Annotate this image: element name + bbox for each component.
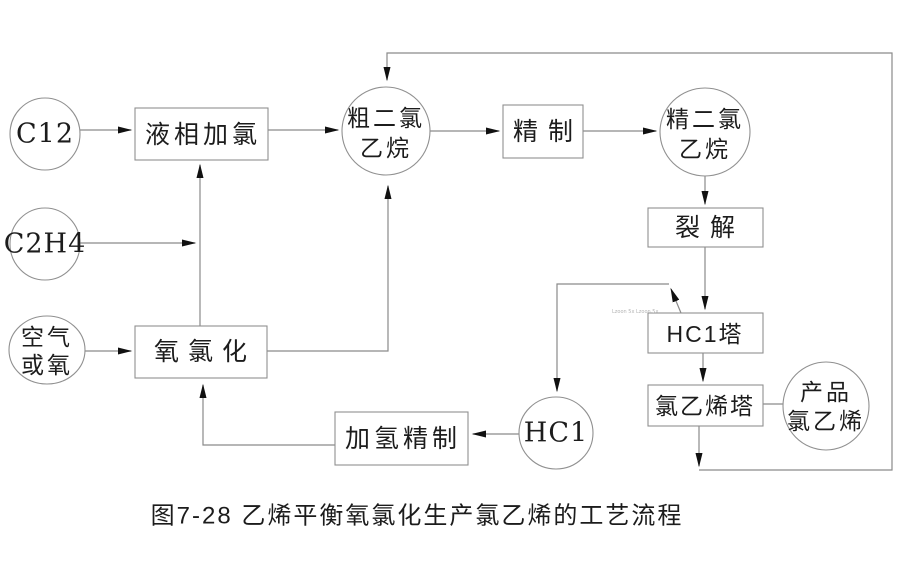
refined-edc-label-line1: 精二氯 [666, 106, 744, 132]
crude-edc-label-line1: 粗二氯 [347, 105, 425, 131]
node-cracking: 裂解 [647, 207, 764, 248]
refining-box [502, 104, 584, 159]
node-cl2: C12 [9, 97, 81, 171]
flow-hcl-tower-overhead-diagonal [670, 287, 682, 314]
cl2-label: C12 [16, 119, 74, 150]
node-hydro-refining: 加氢精制 [334, 411, 469, 466]
hydro-refining-label: 加氢精制 [345, 425, 461, 453]
refined-edc-label-line2: 乙烷 [679, 136, 731, 162]
print-artifact-text: Lzoon 5x Lzoon 5x [612, 309, 658, 315]
product-vcm-circle [782, 361, 870, 451]
oxychlorination-box [134, 325, 268, 379]
node-refined-edc: 精二氯 乙烷 [659, 87, 751, 177]
refined-edc-circle [659, 87, 751, 177]
hcl-tower-label: HC1塔 [666, 321, 743, 347]
vcm-tower-box [647, 384, 764, 427]
node-liquid-chlorination: 液相加氯 [134, 107, 269, 161]
hydro-refining-box [334, 411, 469, 466]
cl2-circle [9, 97, 81, 171]
air-or-oxygen-circle [8, 315, 86, 385]
ethylene-label: C2H4 [4, 229, 87, 260]
node-refining: 精制 [502, 104, 584, 159]
node-ethylene: C2H4 [4, 207, 87, 281]
liquid-chlorination-label: 液相加氯 [145, 121, 261, 149]
figure-caption: 图7-28 乙烯平衡氧氯化生产氯乙烯的工艺流程 [151, 503, 684, 530]
oxychlorination-label: 氧氯化 [154, 338, 256, 366]
crude-edc-label-line2: 乙烷 [360, 135, 412, 161]
hcl-tower-box [647, 312, 764, 354]
flow-hydro-refining-to-oxychlorination [199, 383, 335, 446]
refining-label: 精制 [513, 118, 583, 146]
node-air-or-oxygen: 空气 或氧 [8, 315, 86, 385]
ethylene-circle [9, 207, 81, 281]
air-or-oxygen-label-line1: 空气 [21, 324, 73, 350]
vcm-tower-label: 氯乙烯塔 [655, 393, 755, 419]
node-oxychlorination: 氧氯化 [134, 325, 268, 379]
flow-hcl-overhead-to-hcl [553, 283, 669, 393]
air-or-oxygen-label-line2: 或氧 [21, 352, 73, 378]
node-vcm-tower: 氯乙烯塔 [647, 384, 764, 427]
hcl-label: HC1 [524, 418, 588, 449]
cracking-label: 裂解 [675, 214, 745, 242]
product-vcm-label-line1: 产品 [800, 379, 852, 405]
crude-edc-circle [341, 86, 431, 176]
cracking-box [647, 207, 764, 248]
node-hcl-tower: HC1塔 [647, 312, 764, 354]
node-hcl: HC1 [518, 396, 594, 470]
product-vcm-label-line2: 氯乙烯 [787, 408, 865, 434]
flow-recycle-loop-to-crude-edc [383, 52, 893, 471]
flow-oxychlorination-to-crude-edc [267, 184, 392, 352]
hcl-circle [518, 396, 594, 470]
liquid-chlorination-box [134, 107, 269, 161]
node-crude-edc: 粗二氯 乙烷 [341, 86, 431, 176]
node-product-vcm: 产品 氯乙烯 [782, 361, 870, 451]
